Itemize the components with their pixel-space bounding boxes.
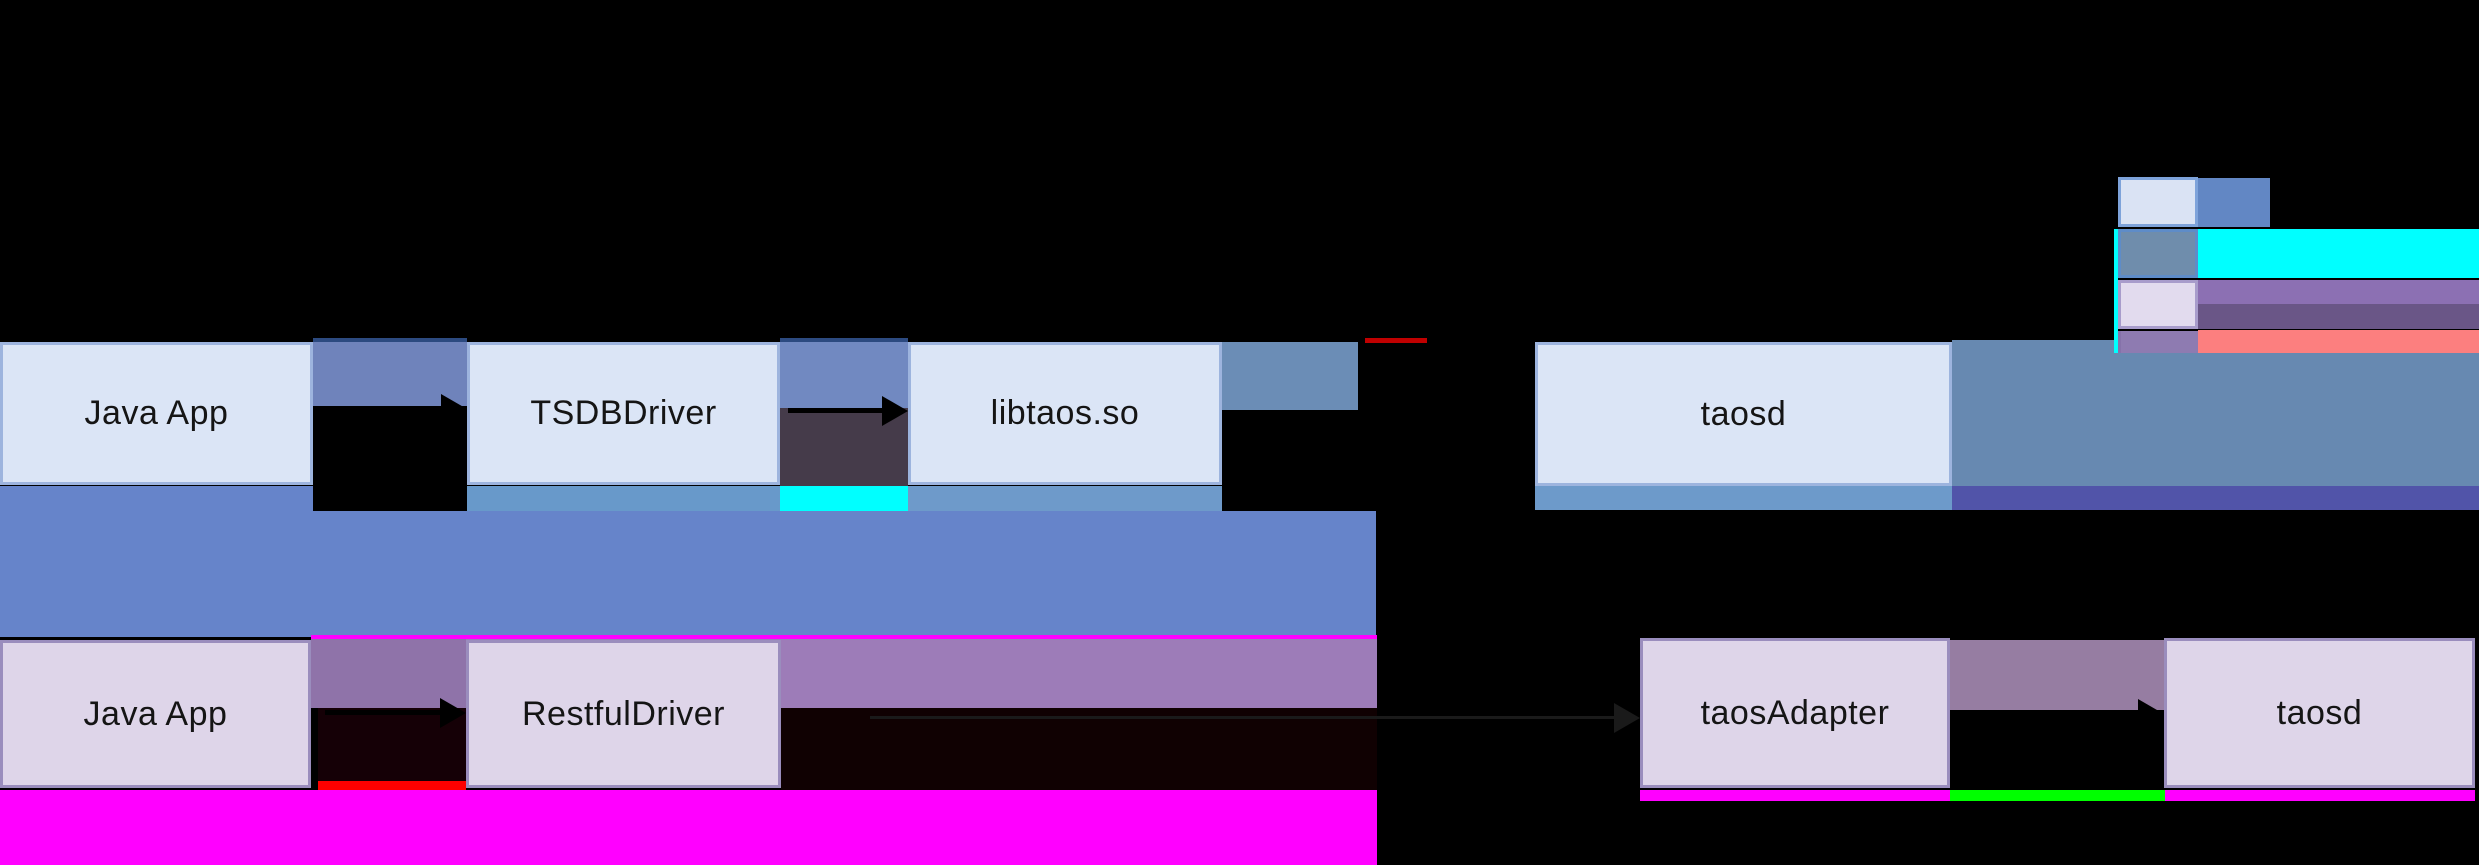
green-strip <box>1950 790 2165 801</box>
box-restfuldriver: RestfulDriver <box>466 640 781 788</box>
arrow-restfuldriver-to-taosadapter-line <box>870 716 1618 719</box>
legend-band-purple-bottom <box>2198 304 2479 329</box>
magenta-band <box>0 790 1377 865</box>
legend-band-salmon <box>2198 330 2479 353</box>
magenta-line-over-purple-band <box>311 635 1377 639</box>
magenta-strip-under-taosd-rest <box>2165 790 2475 801</box>
box-libtaos-label: libtaos.so <box>990 394 1140 432</box>
legend-swatch-light-purple <box>2118 280 2198 329</box>
box-restfuldriver-label: RestfulDriver <box>522 694 725 733</box>
strip-under-libtaos <box>908 486 1222 511</box>
box-tsdbdriver: TSDBDriver <box>467 342 780 485</box>
box-java-app-rest-label: Java App <box>83 694 228 733</box>
legend-band-blue <box>2198 178 2270 227</box>
band-right-of-taosd <box>1952 340 2479 486</box>
band-java-to-tsdbdriver-top-edge <box>313 338 467 343</box>
arrow-libtaos-to-taosd-line <box>1362 408 1511 413</box>
box-java-app-jni-label: Java App <box>84 394 229 432</box>
box-java-app-rest: Java App <box>0 640 311 788</box>
arrow-libtaos-to-taosd-head <box>1509 396 1535 426</box>
arrow-java-to-tsdbdriver-head <box>441 394 467 424</box>
box-taosd-rest-label: taosd <box>2276 693 2363 732</box>
arrow-tsdbdriver-to-libtaos-line <box>788 408 886 413</box>
arrow-java-to-tsdbdriver-line <box>322 406 445 411</box>
strip-under-tsdbdriver <box>467 486 780 511</box>
arrow-taosadapter-to-taosd-line <box>1958 711 2142 716</box>
cyan-strip <box>780 486 908 511</box>
box-taosd-jni-label: taosd <box>1700 394 1787 433</box>
arrow-java-to-restfuldriver-head <box>440 698 466 728</box>
arrow-taosadapter-to-taosd-head <box>2138 699 2164 729</box>
box-libtaos: libtaos.so <box>908 342 1222 485</box>
box-taosadapter-label: taosAdapter <box>1700 693 1890 732</box>
strip-under-taosd <box>1535 486 1952 510</box>
box-tsdbdriver-label: TSDBDriver <box>530 394 717 432</box>
legend-swatch-steel-blue <box>2118 229 2198 278</box>
red-strip <box>318 781 466 790</box>
legend-swatch-light-blue <box>2118 177 2198 227</box>
band-after-libtaos <box>1222 342 1358 410</box>
indigo-strip <box>1952 486 2479 510</box>
legend-swatch-medium-purple <box>2118 331 2198 353</box>
box-taosadapter: taosAdapter <box>1640 638 1950 788</box>
red-line-segment <box>1365 338 1427 343</box>
band-java-to-restfuldriver <box>311 639 466 708</box>
band-taosadapter-to-taosd <box>1950 640 2164 710</box>
legend-band-cyan <box>2198 229 2479 278</box>
arrow-tsdbdriver-to-libtaos-head <box>882 396 908 426</box>
strip-under-java-app-jni <box>0 486 313 511</box>
legend-cyan-edge-line <box>2114 229 2118 353</box>
box-taosd-jni: taosd <box>1535 342 1952 486</box>
band-tsdbdriver-to-libtaos-top-edge <box>780 338 908 343</box>
royal-blue-band <box>0 511 1376 637</box>
legend-band-purple-top <box>2198 280 2479 304</box>
magenta-strip-under-taosadapter <box>1640 790 1950 801</box>
dark-block-right-of-restfuldriver <box>781 708 1377 790</box>
box-java-app-jni: Java App <box>0 342 313 485</box>
arrow-restfuldriver-to-taosadapter-head <box>1614 703 1640 733</box>
box-taosd-rest: taosd <box>2164 638 2475 788</box>
arrow-java-to-restfuldriver-line <box>325 710 442 715</box>
